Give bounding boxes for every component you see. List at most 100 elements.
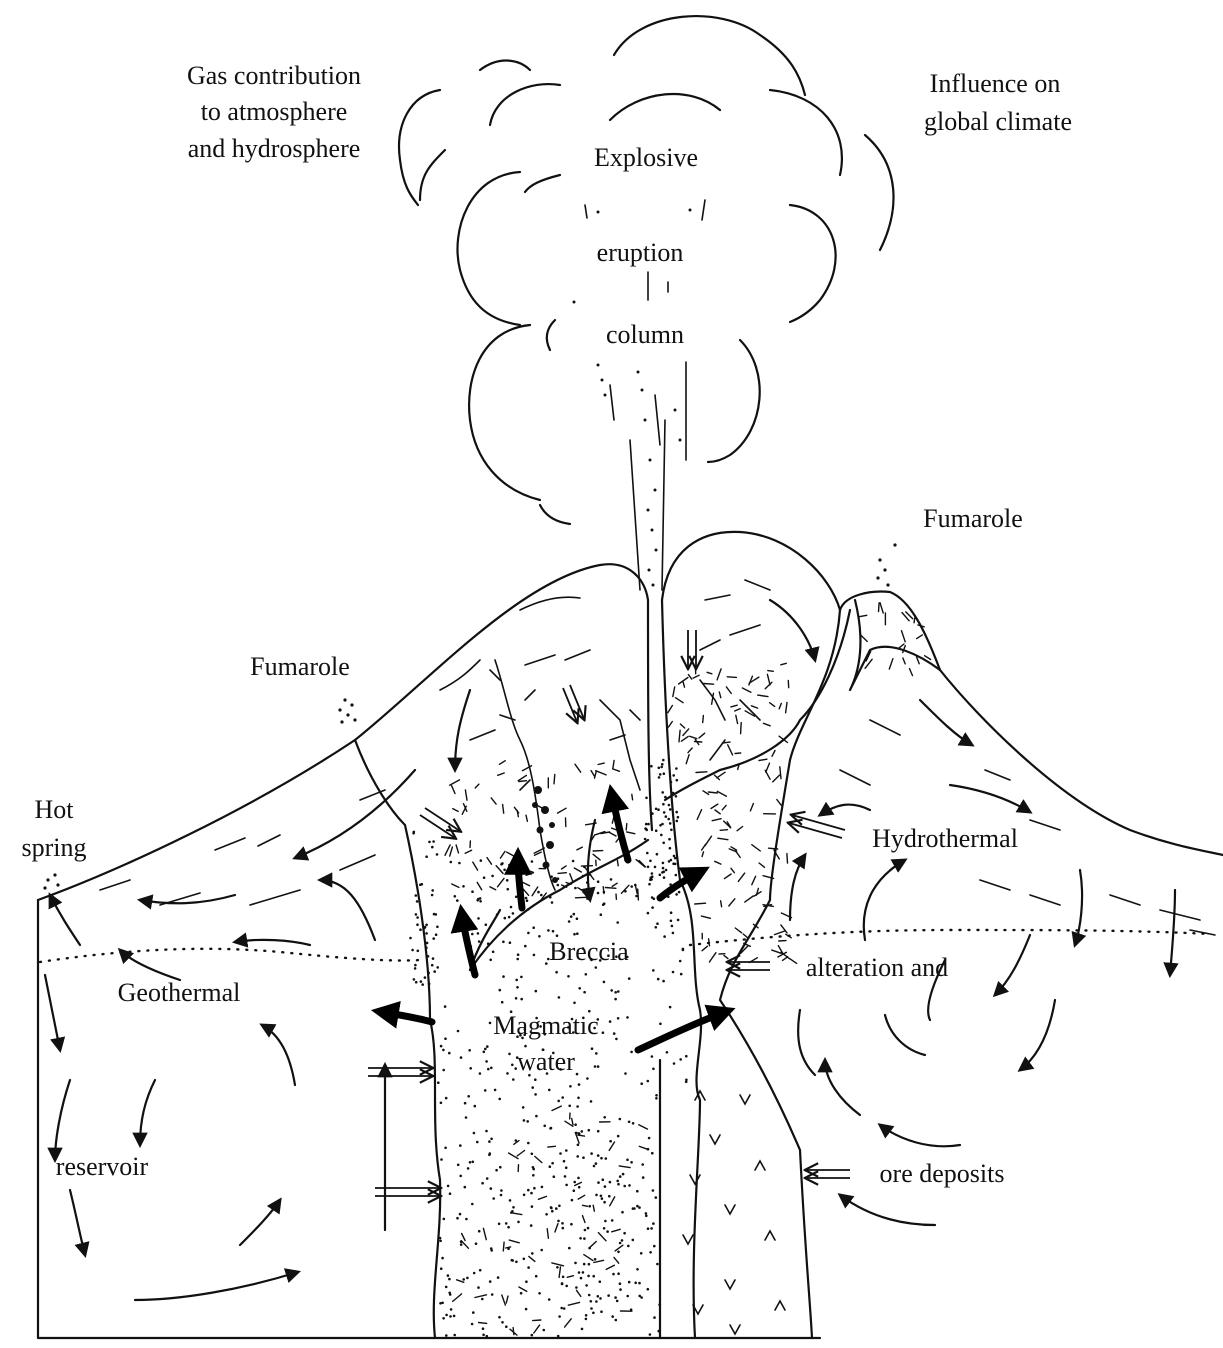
stipple-dot [450, 1308, 453, 1311]
stipple-dot [636, 1268, 639, 1271]
hatch-mark [609, 832, 616, 836]
stipple-dot [530, 1224, 533, 1227]
stipple-dot [520, 1292, 523, 1295]
stipple-dot [590, 1100, 593, 1103]
hatch-mark [503, 804, 504, 813]
stipple-dot [592, 1275, 595, 1278]
hatch-mark [519, 781, 527, 782]
stipple-dot [447, 1185, 450, 1188]
stipple-dot [417, 950, 420, 953]
stipple-dot [662, 980, 665, 983]
stipple-dot [565, 1149, 568, 1152]
hatch-mark [589, 1242, 596, 1248]
hatch-mark [475, 784, 479, 788]
stipple-dot [487, 942, 490, 945]
stipple-dot [617, 1251, 620, 1254]
stipple-dot [409, 937, 412, 940]
stipple-dot [525, 1280, 528, 1283]
stipple-dot [565, 1285, 568, 1288]
stipple-dot [496, 913, 499, 916]
stipple-dot [535, 1275, 538, 1278]
stipple-dot [459, 1144, 462, 1147]
stipple-dot [469, 919, 472, 922]
stipple-dot [424, 926, 427, 929]
hatch-mark [751, 706, 757, 708]
stipple-dot [561, 1222, 564, 1225]
stipple-dot [549, 1165, 552, 1168]
hatch-mark [532, 887, 538, 896]
hatch-mark [917, 635, 923, 639]
stipple-dot [563, 1307, 566, 1310]
stipple-dot [674, 863, 677, 866]
stipple-dot [640, 1252, 643, 1255]
stipple-dot [577, 1144, 580, 1147]
stipple-dot [497, 1276, 500, 1279]
hatch-mark [702, 844, 706, 850]
hatch-mark [889, 659, 893, 669]
stipple-dot [480, 859, 483, 862]
stipple-dot [590, 1307, 593, 1310]
stipple-dot [617, 1183, 620, 1186]
stipple-dot [638, 1282, 641, 1285]
stipple-dot [645, 1212, 648, 1215]
stipple-dot [595, 966, 598, 969]
hatch-mark [724, 955, 728, 958]
stipple-dot [473, 1272, 476, 1275]
hatch-mark [577, 1290, 581, 1296]
stipple-dot [630, 1161, 633, 1164]
stipple-dot [632, 1122, 635, 1125]
hatch-mark [498, 878, 505, 886]
stipple-dot [574, 887, 577, 890]
hatch-mark [777, 800, 781, 806]
stipple-dot [522, 1106, 525, 1109]
label-fumarole-left: Fumarole [250, 652, 350, 681]
hatch-mark [617, 860, 618, 866]
stipple-dot [652, 969, 655, 972]
stipple-dot [622, 1173, 625, 1176]
stipple-dot [500, 1194, 503, 1197]
stipple-dot [490, 1187, 493, 1190]
stipple-dot [471, 1203, 474, 1206]
hatch-mark [598, 1233, 606, 1241]
hatch-mark [767, 674, 770, 685]
label-hot-spring-2: spring [22, 833, 87, 862]
stipple-dot [677, 816, 680, 819]
hatch-mark [613, 769, 620, 771]
hatch-mark [736, 715, 738, 723]
stipple-dot [509, 941, 512, 944]
stipple-dot [456, 1217, 459, 1220]
stipple-dot [545, 962, 548, 965]
stipple-dot [657, 1330, 660, 1333]
stipple-dot [659, 1023, 662, 1026]
stipple-dot [652, 1068, 655, 1071]
stipple-dot [484, 1089, 487, 1092]
stipple-dot [420, 980, 423, 983]
stipple-dot [586, 1077, 589, 1080]
stipple-dot [492, 1197, 495, 1200]
stipple-dot [439, 1240, 442, 1243]
stipple-dot [578, 1083, 581, 1086]
stipple-dot [534, 1078, 537, 1081]
stipple-dot [645, 797, 648, 800]
hatch-mark [612, 1229, 621, 1232]
hatch-mark [765, 682, 772, 689]
hatch-mark [613, 760, 614, 768]
stipple-dot [501, 1321, 504, 1324]
stipple-dot [665, 815, 668, 818]
stipple-dot [580, 1277, 583, 1280]
stipple-dot [498, 1223, 501, 1226]
stipple-dot [547, 929, 550, 932]
stipple-dot [498, 1316, 501, 1319]
stipple-dot [427, 972, 430, 975]
hatch-mark [681, 736, 688, 741]
hatch-mark [668, 706, 673, 713]
stipple-dot [527, 932, 530, 935]
stipple-dot [491, 875, 494, 878]
stipple-dot [534, 1093, 537, 1096]
stipple-dot [482, 1334, 485, 1337]
hatch-mark [701, 916, 710, 918]
stipple-dot [601, 1197, 604, 1200]
stipple-dot [489, 1280, 492, 1283]
stipple-dot [479, 900, 482, 903]
stipple-dot [500, 863, 503, 866]
